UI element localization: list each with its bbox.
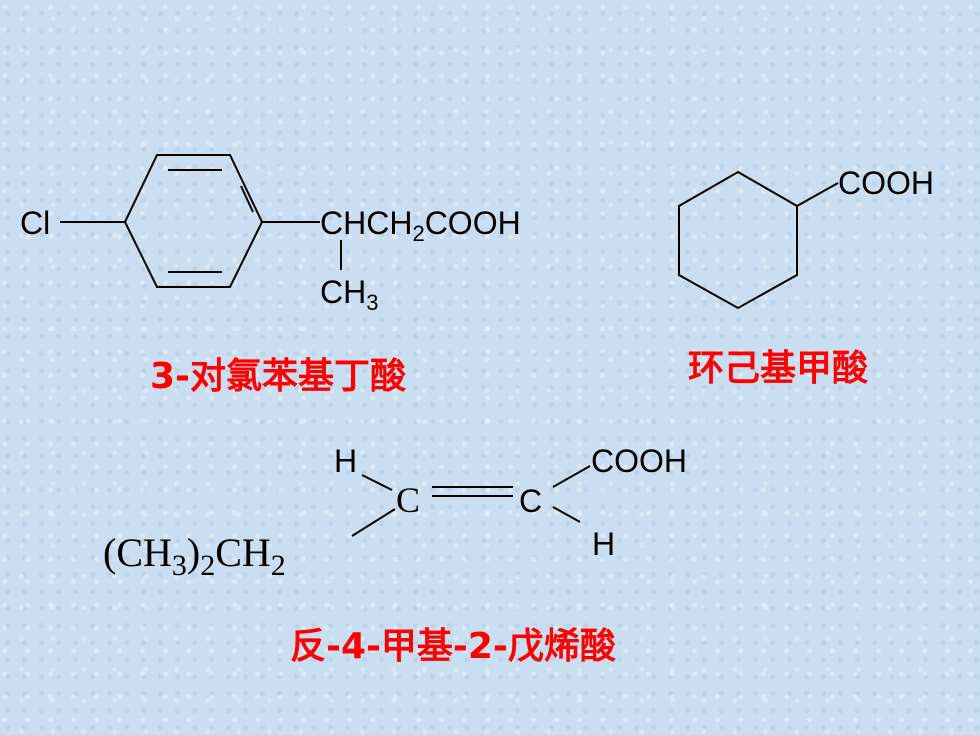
molecule-1-structure: Cl CHCH2COOH CH3 [20,154,521,315]
left-carbon-label: C [396,480,420,520]
molecule-2-structure: COOH [678,165,934,310]
molecule-1-name: 3-对氯苯基丁酸 [150,356,406,397]
cooh-label: COOH [591,443,687,479]
cooh-label: COOH [838,165,934,201]
chain-cooh-text: COOH [425,205,521,241]
molecule-2-name: 环己基甲酸 [688,348,868,389]
methyl-formula: CH3 [320,274,378,315]
chlorine-label: Cl [20,205,50,241]
sub-open-text: (CH [103,530,172,575]
bottom-hydrogen-label: H [592,526,615,562]
chain-formula: CHCH2COOH [320,205,521,246]
chain-ch-text: CHCH [320,205,412,241]
molecule-3-name: 反-4-甲基-2-戊烯酸 [290,626,616,667]
sub-subscript-2a: 2 [200,549,215,582]
sub-ch-text: CH [215,530,271,575]
c-h-bond-bottom [552,506,581,523]
methyl-ch-text: CH [320,274,366,310]
top-hydrogen-label: H [334,443,357,479]
right-carbon-label: C [519,483,542,519]
sub-subscript-2b: 2 [271,549,286,582]
c-substituent-bond [351,508,396,537]
isobutyl-formula: (CH3)2CH2 [103,530,286,582]
methyl-subscript-3: 3 [366,290,378,315]
ring-cooh-bond [796,182,839,207]
h-c-bond-top [361,474,393,491]
sub-subscript-3: 3 [172,549,187,582]
ring-double-bond-right [240,185,254,213]
chain-subscript-2: 2 [412,221,424,246]
c-cooh-bond [552,465,591,488]
benzene-ring [123,154,264,288]
sub-close-paren: ) [187,530,200,575]
cyclohexane-ring [678,170,798,310]
molecule-3-structure: H C C COOH H (CH3)2CH2 [103,443,687,582]
